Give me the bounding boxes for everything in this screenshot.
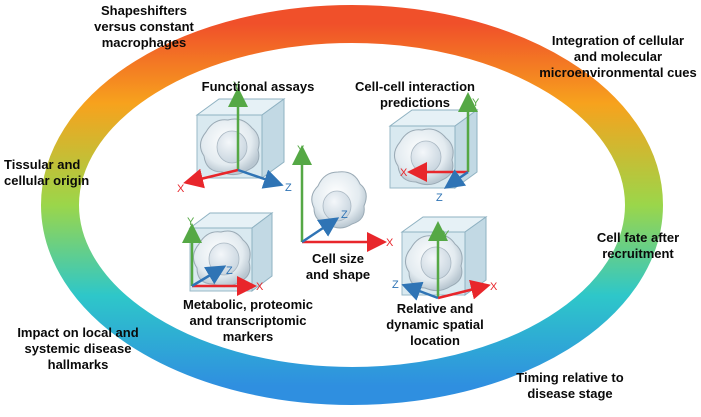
cube-spatial: Y X Z [392,216,498,301]
label-line: Cell fate after [596,230,680,245]
axis-z-arrow [443,169,469,189]
label-line: versus constant [94,19,194,34]
axis-x-arrow [437,279,491,300]
label-impact: Impact on local and systemic disease hal… [4,325,152,373]
axis-y-letter: Y [442,229,450,241]
axis-y-letter: Y [472,97,480,109]
axis-z-letter: Z [226,265,233,277]
axis-z-letter: Z [392,279,399,291]
axis-x-letter: X [256,281,264,293]
axis-x-letter: X [386,237,394,249]
label-line: macrophages [101,35,187,50]
label-interaction: Cell-cell interaction predictions [352,79,478,111]
axis-z-arrow [301,217,340,244]
label-line: Impact on local and [17,325,139,340]
axis-x-letter: X [490,281,498,293]
cube-functional-assays: Y X Z [177,80,292,195]
axis-z-arrow [401,281,439,301]
label-line: Metabolic, proteomic [182,297,314,312]
label-line: systemic disease [24,341,132,356]
label-timing: Timing relative to disease stage [500,370,640,402]
label-line: and shape [305,267,371,282]
cube-metabolic: Y X Z [182,212,274,296]
label-spatial: Relative and dynamic spatial location [380,301,490,349]
label-line: and transcriptomic [189,313,307,328]
cube-interaction: Y X Z [388,92,480,204]
label-cell-fate: Cell fate after recruitment [583,230,693,262]
label-line: markers [222,329,274,344]
axis-y-letter: Y [187,216,195,228]
axis-z-arrow [191,265,227,288]
label-line: dynamic spatial [386,317,484,332]
label-line: Relative and [396,301,474,316]
label-line: Integration of cellular [551,33,685,48]
axis-z-letter: Z [341,209,348,221]
label-tissular: Tissular and cellular origin [4,157,89,189]
label-line: hallmarks [47,357,109,372]
label-line: and molecular [573,49,663,64]
label-shapeshifters: Shapeshifters versus constant macrophage… [88,3,200,51]
label-line: Cell size [311,251,365,266]
axis-z-arrow [237,168,284,189]
axis-x-letter: X [400,167,408,179]
label-line: Tissular and [4,157,81,172]
label-integration: Integration of cellular and molecular mi… [538,33,698,81]
axis-x-letter: X [177,183,185,195]
axis-z-letter: Z [285,182,292,194]
label-line: Timing relative to [516,370,624,385]
axis-x-arrow [183,168,239,189]
label-line: Functional assays [201,79,315,94]
label-cell-size: Cell size and shape [296,251,380,283]
label-line: Shapeshifters [101,3,187,18]
label-line: microenvironmental cues [539,65,697,80]
gradient-ring [41,5,663,405]
label-line: location [410,333,460,348]
label-functional-assays: Functional assays [188,79,328,95]
label-metabolic: Metabolic, proteomic and transcriptomic … [178,297,318,345]
axis-z-letter: Z [436,192,443,204]
label-line: recruitment [602,246,674,261]
axis-y-letter: Y [297,144,305,156]
label-line: cellular origin [4,173,90,188]
center-cell: Y X Z [292,144,394,252]
label-line: Cell-cell interaction [355,79,475,94]
axis-y-letter: Y [233,80,241,92]
label-line: predictions [379,95,451,110]
label-line: disease stage [527,386,613,401]
